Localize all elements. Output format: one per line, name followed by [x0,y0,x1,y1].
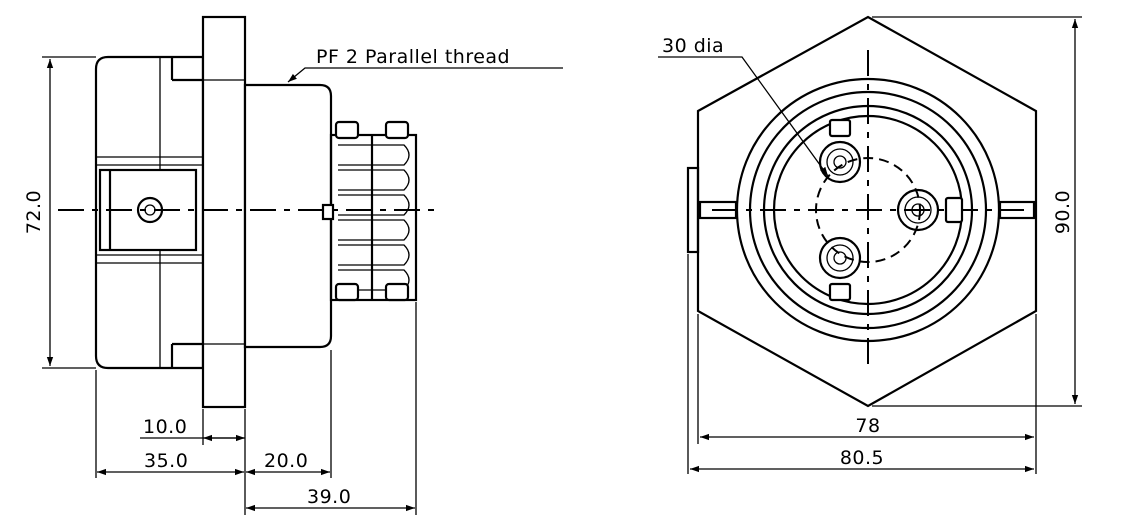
pin-circle-leader [658,56,829,177]
overall-width-dimension: 80.5 [690,447,1034,473]
rear-dimension-value: 35.0 [144,450,188,472]
total-front-dimension-value: 39.0 [307,486,351,508]
height-dimension: 72.0 [23,56,96,369]
rear-dimension: 35.0 [97,450,244,476]
front-threaded-body [243,83,333,349]
body-width-dimension-value: 78 [855,415,880,437]
front-dimension-value: 20.0 [264,450,308,472]
thread-callout-leader [287,67,563,83]
across-flats-dimension-value: 90.0 [1052,190,1074,234]
contact-pin-bottom [818,236,862,302]
left-mounting-plate [686,166,700,254]
overall-width-dimension-value: 80.5 [840,447,884,469]
hex-body [696,15,1038,408]
height-dimension-value: 72.0 [23,190,45,234]
rear-body [94,55,205,370]
flange-dimension: 10.0 [140,416,245,442]
flange [201,15,247,409]
pin-stack [321,120,418,302]
contact-pin-top [818,118,862,184]
total-front-dimension: 39.0 [246,486,415,512]
across-flats-dimension: 90.0 [872,16,1082,407]
contact-pin-right [896,188,964,232]
front-view: 30 dia 90.0 78 80.5 [658,15,1082,474]
side-view: PF 2 Parallel thread 72.0 10.0 35.0 20.0 [23,15,563,515]
thread-callout-text: PF 2 Parallel thread [316,46,510,68]
flange-dimension-value: 10.0 [143,416,187,438]
body-width-dimension: 78 [700,415,1034,441]
pin-circle-label: 30 dia [662,35,724,57]
front-dimension: 20.0 [246,450,330,476]
